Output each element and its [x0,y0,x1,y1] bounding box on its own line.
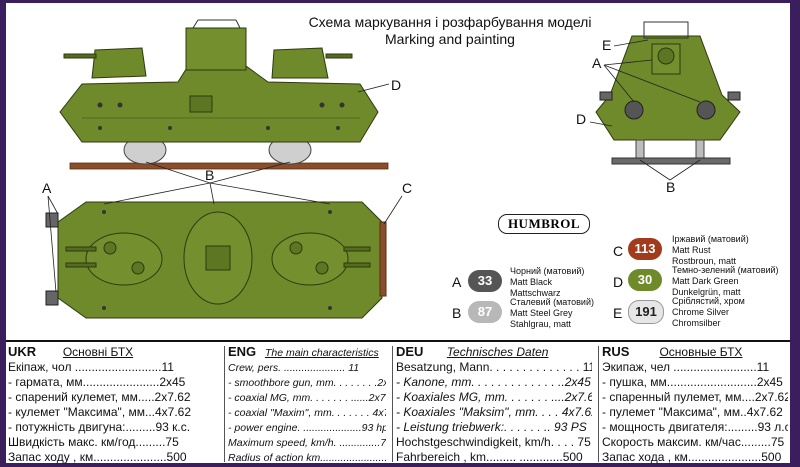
side-tower [185,27,247,71]
specs-deu-title: Technisches Daten [446,345,549,359]
specs-rus-row: - пулемет "Максима", мм..4x7.62 [602,405,783,419]
callout-b-top: B [205,167,214,183]
paint-b-swatch: 87 [468,301,502,323]
vehicle-drawings: D A [42,19,741,319]
rail-front [611,157,731,165]
paint-d-swatch: 30 [628,269,662,291]
specs-deu-row: Hochstgeschwindigkeit, km/h. . . . 75 [396,435,591,449]
specs-eng-column: ENG The main characteristics Crew, pers.… [228,344,386,466]
specs-eng-lang: ENG [228,344,257,359]
callout-a-top: A [42,180,52,196]
specs-ukr-row: Швидкість макс. км/год.........75 [8,435,179,449]
specs-deu-row: - Kanone, mm. . . . . . . . . . . . . ..… [396,375,591,389]
specs-ukr-row: Запас ходу , км......................500 [8,450,187,464]
humbrol-brand-badge: HUMBROL [498,214,590,234]
specs-ukr-column: UKR Основні БТХ Екіпаж, чол ............… [8,344,218,465]
rail-side [69,162,389,170]
side-view-drawing: D [59,19,401,170]
specs-ukr-row: - кулемет "Максима", мм...4x7.62 [8,405,192,419]
specs-divider [598,346,599,462]
specs-deu-row: - Leistung triebwerk:. . . . . . .. 93 P… [396,420,587,434]
specs-divider [392,346,393,462]
specs-eng-row: - smoothbore gun, mm. . . . . . . .2x45 [228,377,386,389]
callout-c-top: C [402,180,412,196]
paint-a-swatch: 33 [468,270,502,292]
specs-ukr-row: - гармата, мм.......................2x45 [8,375,186,389]
page-title-ukrainian: Схема маркування і розфарбування моделі [308,14,592,30]
specs-eng-row: Maximum speed, km/h. ..............75 [228,437,386,449]
specs-eng-row: - power engine. ....................93 h… [228,422,386,434]
rust-coupling-strip [379,221,387,297]
specs-eng-row: Radius of action km.....................… [228,452,386,464]
paint-a-letter: A [452,274,462,290]
specs-deu-row: - Koaxiales MG, mm. . . . . . . ....2x7.… [396,390,592,404]
callout-d-side: D [391,77,401,93]
specs-deu-column: DEU Technisches Daten Besatzung, Mann. .… [396,344,592,465]
paint-c-letter: C [613,243,624,259]
side-turret-rear [271,47,329,79]
specs-rus-column: RUS Основные БТХ Экипаж, чел ...........… [602,344,788,465]
specs-rus-row: Запас хода , км......................500 [602,450,782,464]
paint-b-letter: B [452,305,462,321]
specs-rus-row: - пушка, мм...........................2x… [602,375,783,389]
specs-eng-row: Crew, pers. ..................... 11 [228,362,360,374]
specs-deu-row: - Koaxiales "Maksim", mm. . . . 4x7.62 [396,405,592,419]
front-headlight-left [624,100,644,120]
top-turret-front [85,232,163,286]
specs-ukr-lang: UKR [8,344,37,359]
specs-rus-row: Скорость максим. км/час.........75 [602,435,785,449]
specs-deu-row: Besatzung, Mann. . . . . . . . . . . . .… [396,360,592,374]
paint-d-letter: D [613,274,624,290]
frame-bottom-border [0,463,800,467]
top-view-drawing: A B C [42,161,412,319]
specs-ukr-row: Екіпаж, чол ..........................11 [8,360,174,374]
specs-ukr-row: - спарений кулемет, мм.....2x7.62 [8,390,191,404]
specs-rus-row: - спаренный пулемет, мм....2x7.62 [602,390,788,404]
specs-deu-lang: DEU [396,344,424,359]
specs-ukr-row: - потужність двигуна:.........93 к.с. [8,420,191,434]
specs-eng-row: - coaxial MG, mm. . . . . . . ......2x7.… [228,392,386,404]
specs-rus-row: - мощность двигателя:.........93 л.с. [602,420,788,434]
specs-rus-row: Экипаж, чел .........................11 [602,360,770,374]
paint-e-letter: E [613,305,623,321]
paint-c-swatch: 113 [628,238,662,260]
specs-divider [224,346,225,462]
specifications-panel: UKR Основні БТХ Екіпаж, чол ............… [6,340,790,465]
side-turret-front [91,47,147,79]
frame-right-border [790,0,800,467]
specs-ukr-title: Основні БТХ [62,345,134,359]
paint-e-swatch: 191 [628,300,664,324]
side-gun-front [63,53,97,59]
specs-rus-title: Основные БТХ [659,345,743,359]
callout-a-front: A [592,55,602,71]
front-headlight-right [696,100,716,120]
frame-top-border [0,0,800,3]
specs-eng-row: - coaxial "Maxim", mm. . . . . . . 4x7.6… [228,407,386,419]
specs-rus-lang: RUS [602,344,630,359]
callout-d-front: D [576,111,586,127]
page-title-english: Marking and painting [385,31,515,47]
top-turret-rear [271,232,349,286]
specs-eng-title: The main characteristics [264,347,379,359]
frame-left-border [0,0,6,467]
front-view-drawing: E A D B [576,21,741,195]
side-gun-rear [325,53,353,59]
callout-b-front: B [666,179,675,195]
specs-deu-row: Fahrbereich , km......... .............5… [396,450,583,464]
callout-e-front: E [602,37,611,53]
